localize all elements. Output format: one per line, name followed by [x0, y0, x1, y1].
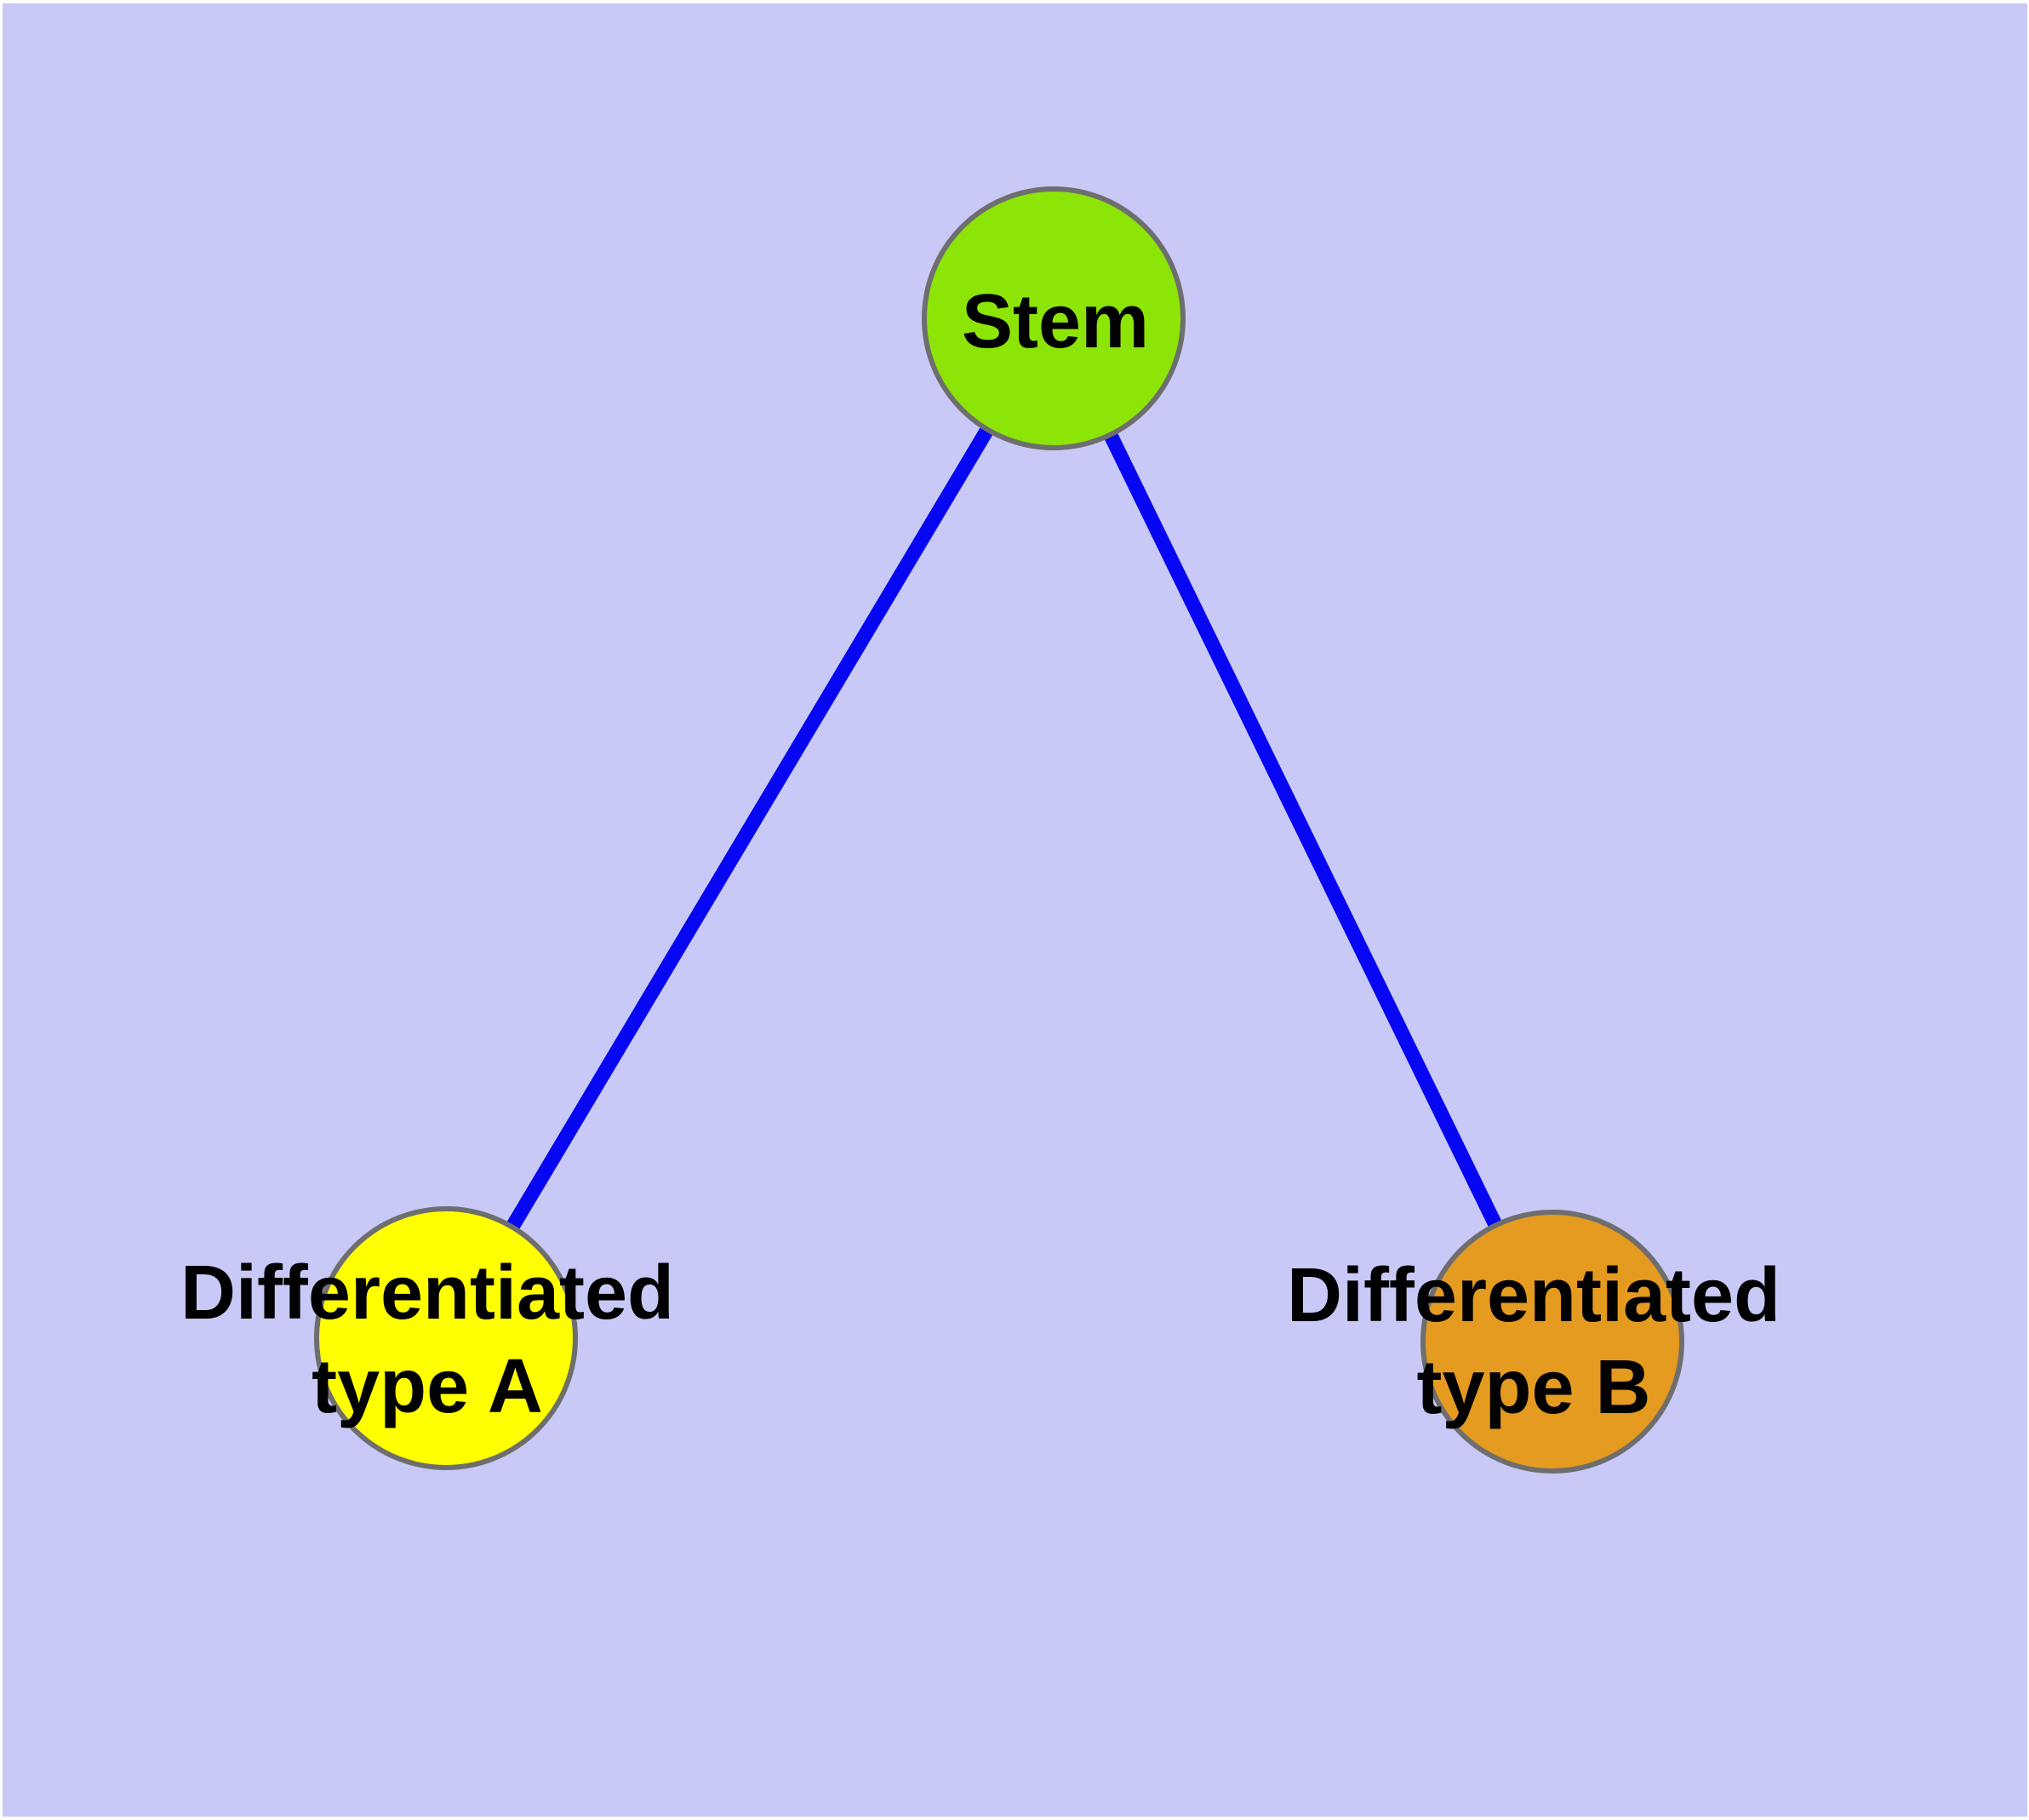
edge-stem-to-type-a: [439, 314, 1060, 1342]
node-differentiated-type-b: [1420, 1210, 1684, 1474]
node-differentiated-type-a: [314, 1206, 578, 1470]
node-type-a-label-line1: Differentiated: [180, 1251, 674, 1336]
edge-stem-to-type-b: [1047, 315, 1559, 1345]
node-type-b-label-line2: type B: [1416, 1345, 1650, 1430]
node-stem-label: Stem: [962, 279, 1149, 364]
node-type-b-label-line1: Differentiated: [1287, 1253, 1780, 1338]
node-type-a-label-line2: type A: [311, 1344, 543, 1429]
node-stem: [922, 186, 1186, 450]
